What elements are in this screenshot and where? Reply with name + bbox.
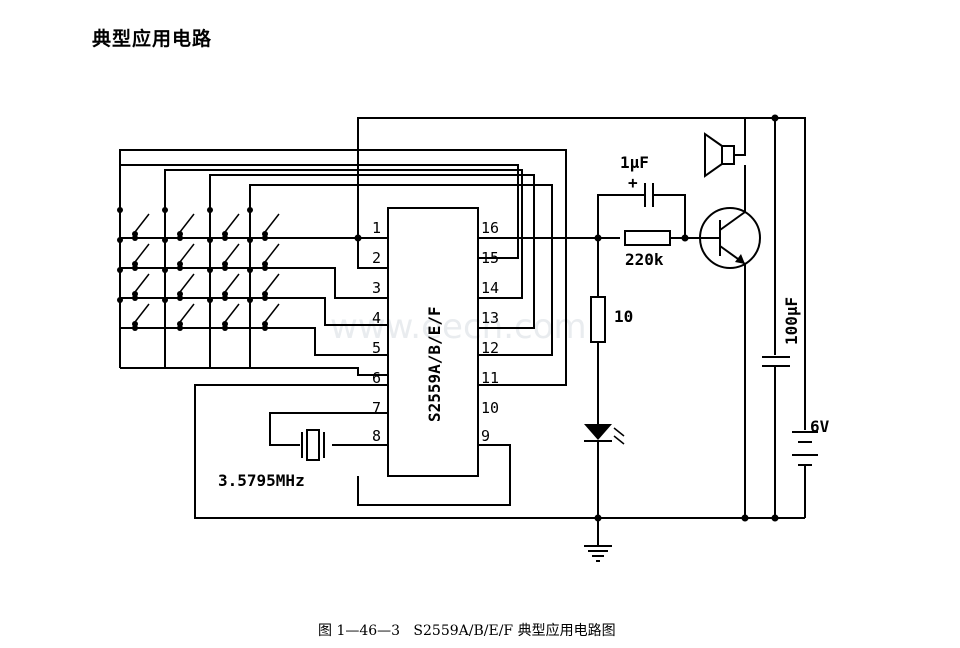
switch-lever (264, 303, 280, 323)
pin9-wire (357, 444, 511, 506)
switch-lever (224, 273, 240, 293)
column-junction (247, 267, 253, 273)
pin-label-12: 12 (481, 339, 499, 357)
column-junction (207, 237, 213, 243)
column-junction (117, 267, 123, 273)
row-junction (222, 265, 228, 271)
switch-lever (179, 273, 195, 293)
right-pin-numbers: 16 15 14 13 12 11 10 9 (481, 219, 499, 445)
column-wires (119, 149, 567, 386)
pin-label-4: 4 (372, 309, 381, 327)
switch-lever (224, 243, 240, 263)
resistor-220k (624, 230, 671, 246)
row-junction (177, 295, 183, 301)
column-junction (117, 207, 123, 213)
crystal (301, 429, 325, 461)
resistor-10-label: 10 (614, 307, 633, 326)
cap-1uf-plus: + (628, 173, 638, 192)
pin-label-5: 5 (372, 339, 381, 357)
cap-1uf-label: 1μF (620, 153, 649, 172)
column-junction (207, 207, 213, 213)
switch-lever (179, 303, 195, 323)
battery (792, 431, 818, 518)
column-junction (162, 267, 168, 273)
row-junction (177, 235, 183, 241)
switch-lever (134, 273, 150, 293)
row-junction (132, 235, 138, 241)
switch-lever (179, 213, 195, 233)
figure-caption: 图 1—46—3 S2559A/B/E/F 典型应用电路图 (318, 623, 616, 639)
column-junction (117, 297, 123, 303)
resistor-220k-label: 220k (625, 250, 664, 269)
switch-lever (264, 243, 280, 263)
row-junction (222, 295, 228, 301)
resistor-10 (590, 296, 606, 343)
cap-100uf-label: 100μF (782, 297, 801, 345)
column-junction (247, 237, 253, 243)
pin-label-13: 13 (481, 309, 499, 327)
junction-dot (354, 234, 362, 242)
pin2-supply-wire (357, 117, 746, 269)
row-junction (222, 235, 228, 241)
row-junction (177, 325, 183, 331)
cap-1uf-wire-left (597, 194, 645, 238)
watermark: www.eecn.com (330, 307, 587, 347)
column-junction (117, 237, 123, 243)
switch-lever (134, 303, 150, 323)
pin-label-1: 1 (372, 219, 381, 237)
column-junction (247, 207, 253, 213)
transistor (699, 207, 761, 269)
supply-rail (745, 117, 806, 430)
battery-label: 6V (810, 417, 830, 436)
column-junction (207, 297, 213, 303)
row-junction (132, 325, 138, 331)
column-junction (247, 297, 253, 303)
row-junction (262, 325, 268, 331)
column-junction (162, 297, 168, 303)
pin-label-16: 16 (481, 219, 499, 237)
left-pin-numbers: 1 2 3 4 5 6 7 8 (372, 219, 381, 445)
cap-1uf-wire-right (653, 194, 686, 238)
ic-label: S2559A/B/E/F (425, 306, 444, 422)
page-title: 典型应用电路 (92, 28, 213, 50)
column-junction (162, 237, 168, 243)
pin6-ground-wire (194, 384, 775, 519)
crystal-label: 3.5795MHz (218, 471, 305, 490)
switch-lever (179, 243, 195, 263)
row-junction (262, 295, 268, 301)
led-icon (584, 424, 625, 445)
row-junction (132, 265, 138, 271)
column-junction (162, 207, 168, 213)
switch-lever (224, 213, 240, 233)
speaker-icon (704, 132, 735, 178)
ic-chip (387, 207, 479, 477)
pin-label-14: 14 (481, 279, 499, 297)
switch-lever (134, 243, 150, 263)
keypad-columns (119, 210, 251, 368)
column-junction (207, 267, 213, 273)
switch-lever (264, 213, 280, 233)
ground-icon (584, 545, 612, 562)
pin-label-2: 2 (372, 249, 381, 267)
row-junction (177, 265, 183, 271)
row-junction (222, 325, 228, 331)
row-junction (132, 295, 138, 301)
pin-label-8: 8 (372, 427, 381, 445)
keypad-switches (117, 207, 280, 331)
row-junction (262, 265, 268, 271)
pin-label-6: 6 (372, 369, 381, 387)
pin-label-11: 11 (481, 369, 499, 387)
pin-label-7: 7 (372, 399, 381, 417)
pin-label-10: 10 (481, 399, 499, 417)
row-junction (262, 235, 268, 241)
pin-label-9: 9 (481, 427, 490, 445)
switch-lever (264, 273, 280, 293)
pin-label-3: 3 (372, 279, 381, 297)
crystal-wire-7 (269, 412, 388, 446)
switch-lever (224, 303, 240, 323)
switch-lever (134, 213, 150, 233)
